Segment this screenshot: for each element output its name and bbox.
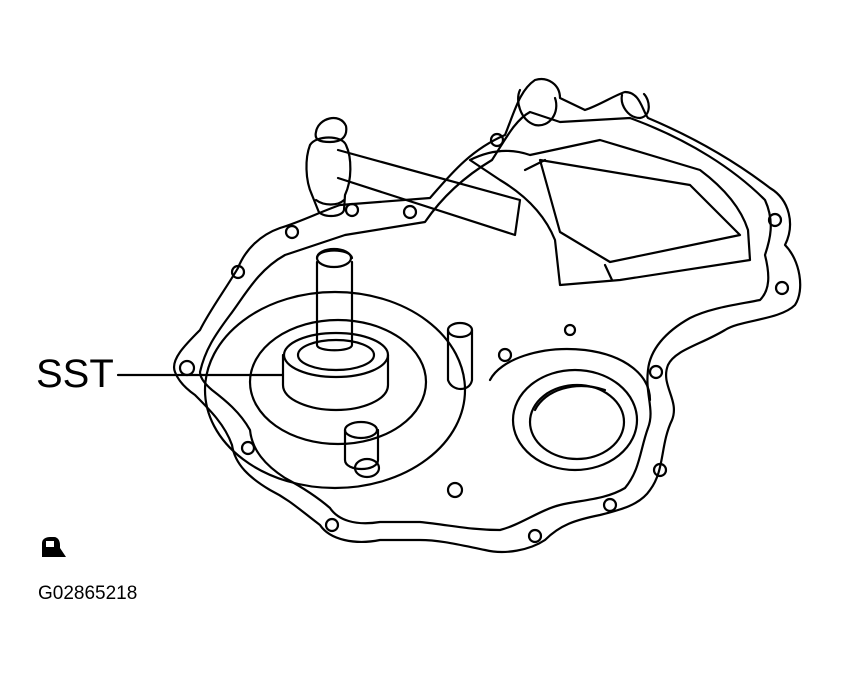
bolt-hole: [178, 359, 196, 377]
cover-upper-block: [468, 138, 752, 287]
sst-shaft-tip: [315, 249, 354, 260]
bolt-hole: [230, 264, 246, 280]
bolt-hole: [284, 224, 300, 240]
bolt-hole: [648, 364, 664, 380]
bolt-hole: [497, 347, 513, 363]
bolt-hole: [774, 280, 790, 296]
lower-boss-top: [343, 420, 379, 440]
pump-seat-outer: [203, 290, 467, 490]
bolt-hole: [652, 462, 668, 478]
bolt-hole: [489, 132, 505, 148]
bolt-hole: [602, 497, 618, 513]
sst-body: [281, 353, 390, 412]
hammer-handle: [336, 148, 522, 237]
sst-rim: [282, 331, 390, 379]
oil-seal-bore-outer: [511, 368, 639, 472]
sst-rim-inner: [296, 338, 376, 372]
reuse-seal-icon: [42, 537, 66, 557]
cover-upper-face: [538, 158, 742, 264]
bolt-hole: [767, 212, 783, 228]
timing-cover-outline: [172, 77, 802, 554]
center-post: [446, 328, 474, 391]
sst-callout-label: SST: [36, 352, 114, 396]
lower-boss: [343, 428, 380, 471]
sst-shaft: [315, 260, 354, 352]
bolt-hole: [324, 517, 340, 533]
bolt-hole: [240, 440, 256, 456]
oil-seal-bore-inner: [528, 383, 626, 461]
pump-seat-inner: [248, 318, 428, 446]
hammer-head-top: [314, 116, 348, 144]
cover-boss-top-left: [517, 88, 558, 127]
figure-id: G02865218: [38, 583, 138, 604]
lower-boss-hole: [353, 457, 381, 479]
cover-boss-top-right: [620, 92, 650, 120]
bolt-hole: [446, 481, 464, 499]
bolt-hole: [402, 204, 418, 220]
right-boss-ring: [488, 348, 652, 402]
cover-upper-edge: [523, 158, 614, 282]
bolt-hole: [344, 202, 360, 218]
bolt-hole: [563, 323, 577, 337]
hammer-face-line: [314, 198, 346, 206]
cover-inner-flange: [198, 110, 772, 532]
bolt-hole: [527, 528, 543, 544]
oil-seal-bore-lip: [533, 385, 607, 412]
center-post-top: [446, 321, 474, 339]
